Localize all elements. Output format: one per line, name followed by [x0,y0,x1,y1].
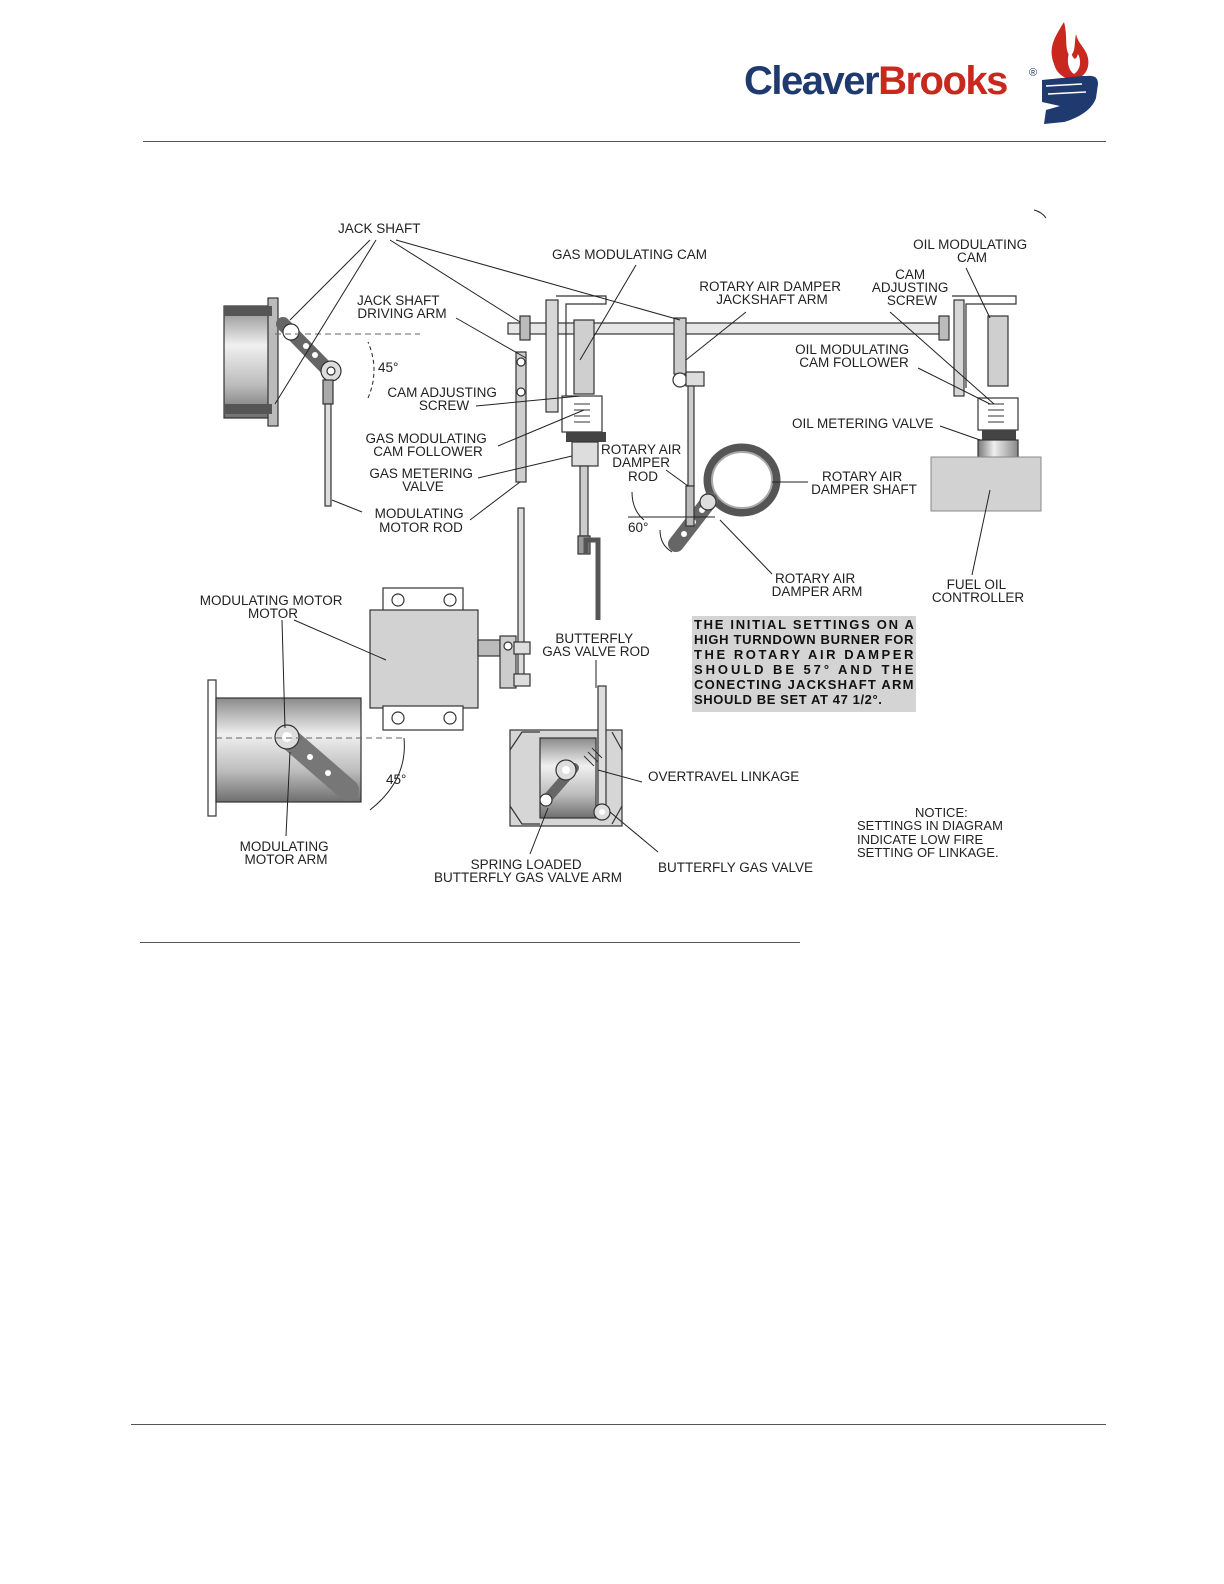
label-overtravel-linkage: OVERTRAVEL LINKAGE [648,769,799,784]
label-rotary-air-damper-arm: ROTARY AIR DAMPER ARM [772,571,863,599]
initial-settings-callout: THE INITIAL SETTINGS ON A HIGH TURNDOWN … [692,616,921,712]
rotary-air-damper-shaft [703,443,781,517]
corner-mark [1033,209,1047,219]
label-butterfly-gas-valve-rod: BUTTERFLY GAS VALVE ROD [542,631,650,659]
label-oil-metering-valve: OIL METERING VALVE [792,416,934,431]
modulating-motor-arm [274,724,359,801]
rotary-air-damper-arm [668,485,718,552]
gas-linkage-rod [515,351,527,679]
label-spring-loaded-butterfly-arm: SPRING LOADED BUTTERFLY GAS VALVE ARM [434,857,622,885]
label-angle-motor: 45° [386,772,406,787]
notice-text: NOTICE: SETTINGS IN DIAGRAM INDICATE LOW… [857,805,1007,860]
label-cam-adjusting-screw-left: CAM ADJUSTING SCREW [387,385,500,413]
brand-wordmark: CleaverBrooks [744,59,1007,103]
rod-clevis [322,379,334,405]
butterfly-gas-valve [509,685,623,827]
label-gas-modulating-cam: GAS MODULATING CAM [552,247,707,262]
leader-lines [274,239,995,855]
label-modulating-motor-rod: MODULATING MOTOR ROD [375,506,468,535]
flame-icon [1051,22,1089,80]
modulating-motor [369,587,531,731]
modulating-motor-rod [324,403,332,507]
hand-icon [1042,75,1098,124]
header-rule [143,141,1106,142]
footer-rule [131,1424,1106,1425]
label-rotary-air-damper-jackshaft-arm: ROTARY AIR DAMPER JACKSHAFT ARM [699,279,845,307]
jack-shaft-driving-arm [276,317,342,382]
label-gas-modulating-cam-follower: GAS MODULATING CAM FOLLOWER [365,431,490,459]
label-jack-shaft-driving-arm: JACK SHAFT DRIVING ARM [357,293,447,321]
rotary-air-damper-jackshaft-arm [672,317,705,487]
label-butterfly-gas-valve: BUTTERFLY GAS VALVE [658,860,813,875]
caption-rule [140,942,800,943]
fuel-oil-controller [930,456,1042,512]
jackshaft-motor-housing [223,297,279,427]
label-oil-modulating-cam: OIL MODULATING CAM [913,237,1031,265]
svg-text:®: ® [1029,67,1037,79]
label-modulating-motor-arm: MODULATING MOTOR ARM [240,839,333,867]
label-modulating-motor: MODULATING MOTOR MOTOR [200,593,347,621]
label-gas-metering-valve: GAS METERING VALVE [369,466,476,494]
jack-shaft [507,315,950,341]
label-rotary-air-damper-shaft: ROTARY AIR DAMPER SHAFT [811,469,917,497]
label-cam-adjusting-screw-right: CAM ADJUSTING SCREW [872,267,952,308]
cleaverbrooks-logo: CleaverBrooks ® [744,22,1098,124]
label-angle-jackshaft: 45° [378,360,398,375]
svg-text:THE INITIAL SETTINGS ON A: THE INITIAL SETTINGS ON A HIGH TURNDOWN … [694,617,921,707]
gas-modulating-cam [545,295,607,555]
label-oil-modulating-cam-follower: OIL MODULATING CAM FOLLOWER [795,342,913,370]
oil-modulating-cam [952,295,1019,461]
label-fuel-oil-controller: FUEL OIL CONTROLLER [932,577,1025,605]
label-rotary-air-damper-rod: ROTARY AIR DAMPER ROD [601,442,685,484]
label-angle-damper: 60° [628,520,648,535]
butterfly-rod-bend [583,537,601,620]
label-jack-shaft: JACK SHAFT [338,221,421,236]
